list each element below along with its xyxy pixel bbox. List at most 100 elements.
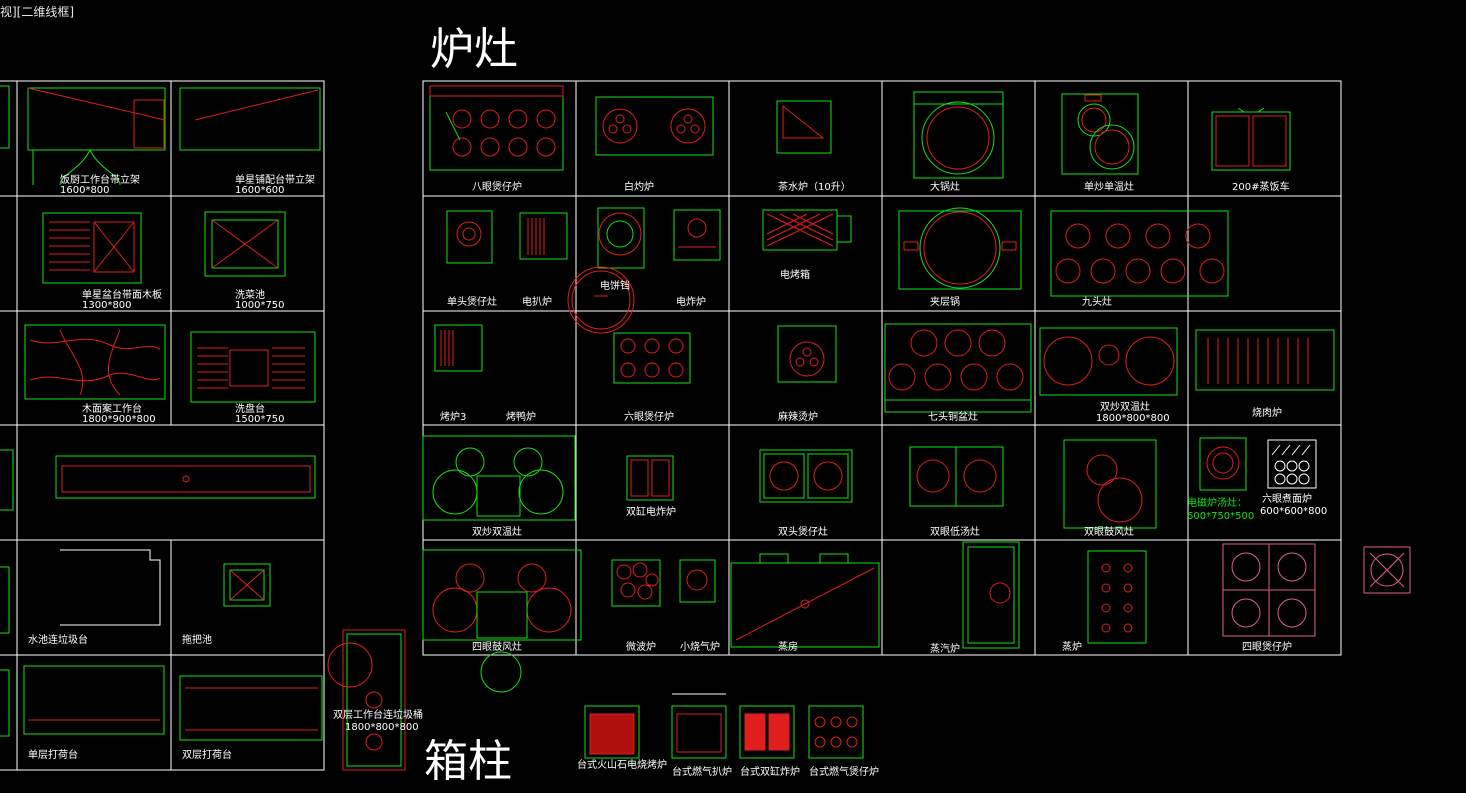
grid-label-r1-c4: 大锅灶 bbox=[930, 182, 960, 193]
left-label-1: 饭厨工作台带立架 bbox=[60, 175, 140, 186]
stove-grid bbox=[422, 80, 1342, 656]
induction-stove-size: 600*750*500 bbox=[1187, 511, 1255, 522]
left-label-2: 单星铺配台带立架 bbox=[235, 175, 315, 186]
six-eye-clay-pot-stove bbox=[613, 332, 691, 384]
oven-3 bbox=[434, 324, 483, 372]
four-eye-blower-stove bbox=[422, 549, 582, 693]
left-drawings bbox=[0, 85, 406, 771]
double-eye-blower-stove bbox=[1063, 439, 1157, 529]
viewport-label[interactable]: 视][二维线框] bbox=[0, 5, 75, 19]
grid-label-r5-c5: 蒸汽炉 bbox=[930, 644, 960, 655]
left-label-3: 单星盆台带面木板 bbox=[82, 290, 162, 301]
big-wok-stove bbox=[913, 91, 1004, 179]
grid-label-r5-c7: 四眼煲仔炉 bbox=[1242, 642, 1292, 653]
steam-room bbox=[730, 553, 880, 648]
grid-label-r2-c2: 电扒炉 bbox=[522, 297, 552, 308]
grid-label-r4-c1: 双炒双温灶 bbox=[472, 527, 522, 538]
bottom-label-4: 台式燃气煲仔炉 bbox=[809, 767, 879, 778]
grid-label-r5-c3: 小烧气炉 bbox=[680, 642, 720, 653]
eight-eye-clay-pot-stove bbox=[429, 85, 564, 171]
outside-square-symbol bbox=[1363, 546, 1411, 594]
single-clay-pot-stove bbox=[446, 210, 493, 264]
left-size-5: 1800*900*800 bbox=[82, 414, 156, 425]
double-fry-double-warm-stove bbox=[1039, 327, 1178, 396]
electric-pancake-pan bbox=[567, 207, 645, 334]
workbench-bin-size: 1800*800*800 bbox=[345, 722, 419, 733]
grid-label-r1-c6: 200#蒸饭车 bbox=[1232, 182, 1290, 193]
grid-label-r2-c6: 夹层锅 bbox=[930, 297, 960, 308]
grid-label-r1-c3: 茶水炉（10升） bbox=[778, 182, 851, 193]
left-label-10: 双层打荷台 bbox=[182, 750, 232, 761]
noodle-stove-name: 六眼煮面炉 bbox=[1262, 494, 1312, 505]
grid-label-r2-c3: 电饼铛 bbox=[600, 281, 630, 292]
grid-label-r2-c1: 单头煲仔灶 bbox=[447, 297, 497, 308]
steamer bbox=[1087, 550, 1147, 644]
grid-label-r2-c4: 电炸炉 bbox=[676, 297, 706, 308]
grid-label-r1-c1: 八眼煲仔炉 bbox=[472, 182, 522, 193]
left-size-2: 1600*600 bbox=[235, 185, 285, 196]
double-fry-double-warm-stove-2 bbox=[422, 435, 576, 521]
noodle-stove-size: 600*600*800 bbox=[1260, 506, 1328, 517]
rice-steamer-cart bbox=[1211, 107, 1291, 171]
double-eye-low-soup-stove bbox=[909, 446, 1004, 507]
grid-label-r4-c2: 双缸电炸炉 bbox=[626, 507, 676, 518]
four-eye-clay-pot-stove bbox=[1222, 543, 1316, 637]
grid-label-r3-c2: 烤鸭炉 bbox=[506, 412, 536, 423]
six-eye-noodle-stove bbox=[1267, 439, 1317, 489]
induction-soup-stove bbox=[1199, 437, 1247, 491]
left-size-3: 1300*800 bbox=[82, 300, 132, 311]
nine-head-stove bbox=[1050, 210, 1229, 297]
grid-label-r3-c7: 1800*800*800 bbox=[1096, 413, 1170, 424]
grid-label-r5-c1: 四眼鼓风灶 bbox=[472, 642, 522, 653]
grid-label-r3-c5: 七头铜盆灶 bbox=[928, 412, 978, 423]
left-label-7: 水池连垃圾台 bbox=[28, 635, 88, 646]
grid-label-r5-c2: 微波炉 bbox=[626, 642, 656, 653]
grid-label-r4-c4: 双眼低汤灶 bbox=[930, 527, 980, 538]
roast-pork-oven bbox=[1195, 329, 1335, 391]
left-label-6: 洗盘台 bbox=[235, 404, 265, 415]
microwave bbox=[611, 559, 661, 607]
left-size-4: 1000*750 bbox=[235, 300, 285, 311]
grid-label-r3-c8: 烧肉炉 bbox=[1252, 408, 1282, 419]
left-label-4: 洗菜池 bbox=[235, 290, 265, 301]
single-fry-warm-stove bbox=[1061, 93, 1139, 175]
small-gas-stove bbox=[679, 559, 716, 603]
jacketed-kettle bbox=[898, 207, 1022, 290]
grid-label-r1-c5: 单炒单温灶 bbox=[1084, 182, 1134, 193]
grid-label-r5-c6: 蒸炉 bbox=[1062, 642, 1082, 653]
mala-tang-stove bbox=[777, 325, 837, 383]
grid-label-r3-c1: 烤炉3 bbox=[440, 412, 467, 423]
left-grid bbox=[0, 80, 325, 771]
bottom-label-3: 台式双缸炸炉 bbox=[740, 767, 800, 778]
grid-label-r5-c4: 蒸房 bbox=[778, 642, 798, 653]
grid-label-r1-c2: 白灼炉 bbox=[624, 182, 654, 193]
grid-label-r2-c7: 九头灶 bbox=[1082, 297, 1112, 308]
bottom-label-1: 台式火山石电烧烤炉 bbox=[577, 760, 667, 771]
double-head-clay-pot-stove bbox=[759, 449, 853, 503]
section-title-cabinet: 箱柱 bbox=[424, 736, 512, 787]
grid-label-r4-c3: 双头煲仔灶 bbox=[778, 527, 828, 538]
dual-tank-electric-fryer bbox=[626, 455, 674, 501]
electric-griddle bbox=[519, 212, 568, 260]
bottom-label-2: 台式燃气扒炉 bbox=[672, 767, 732, 778]
section-title-stove: 炉灶 bbox=[430, 24, 518, 75]
grid-label-r3-c4: 麻辣烫炉 bbox=[778, 412, 818, 423]
workbench-bin-name: 双层工作台连垃圾桶 bbox=[333, 710, 423, 721]
left-label-9: 单层打荷台 bbox=[28, 750, 78, 761]
grid-label-r3-c6: 双炒双温灶 bbox=[1100, 402, 1150, 413]
grid-label-r3-c3: 六眼煲仔炉 bbox=[624, 412, 674, 423]
grid-label-r4-c5: 双眼鼓风灶 bbox=[1084, 527, 1134, 538]
left-label-5: 木面案工作台 bbox=[82, 404, 142, 415]
left-size-6: 1500*750 bbox=[235, 414, 285, 425]
grid-label-r2-c5: 电烤箱 bbox=[780, 270, 810, 281]
electric-oven bbox=[762, 209, 852, 251]
blanching-stove bbox=[595, 96, 714, 156]
tabletop-units bbox=[584, 693, 864, 759]
seven-head-copper-stove bbox=[884, 323, 1032, 413]
left-size-1: 1600*800 bbox=[60, 185, 110, 196]
electric-fryer bbox=[673, 209, 721, 261]
tea-water-boiler bbox=[776, 100, 832, 154]
induction-stove-name: 电磁炉汤灶： bbox=[1187, 498, 1247, 509]
steam-stove bbox=[962, 541, 1020, 649]
